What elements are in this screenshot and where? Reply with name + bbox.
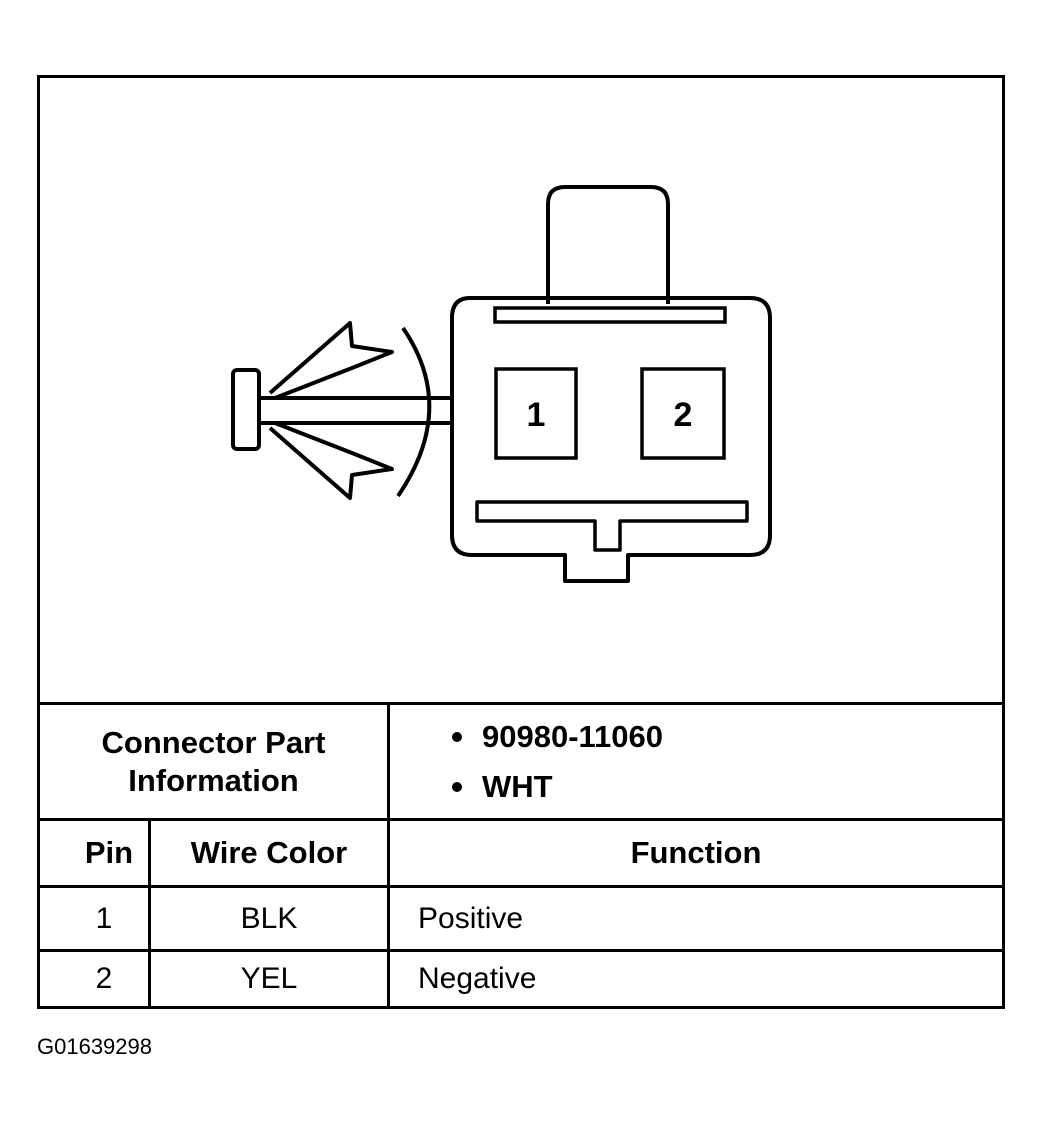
cavity-1-box: [494, 367, 578, 460]
connector-latch-tab: [546, 185, 670, 304]
part-info-label-cell: Connector Part Information: [40, 705, 387, 818]
part-number-item: 90980-11060: [452, 712, 663, 762]
bullet-icon: [452, 731, 462, 742]
view-direction-arrow-icon: [231, 321, 452, 500]
header-wire-color: Wire Color: [190, 835, 348, 870]
connector-bottom-key-slot: [475, 500, 749, 552]
row1-function: Positive: [418, 901, 524, 935]
table-divider-header: [40, 818, 1002, 821]
connector-body-outline: [450, 296, 772, 583]
connector-color-item: WHT: [452, 762, 663, 812]
part-info-values-cell: 90980-11060 WHT: [390, 705, 1002, 818]
part-info-values-list: 90980-11060 WHT: [452, 712, 663, 812]
row2-wire-color: YEL: [240, 962, 298, 995]
bullet-icon: [452, 781, 462, 792]
table-top-border: [40, 702, 1002, 705]
row1-pin: 1: [95, 901, 113, 935]
cavity-1-label: 1: [527, 396, 546, 434]
row1-wire-color: BLK: [240, 901, 298, 935]
figure-id: G01639298: [37, 1034, 152, 1059]
connector-figure-frame: 1 2: [37, 75, 1005, 1009]
header-pin: Pin: [84, 835, 134, 870]
connector-info-table: Connector Part Information 90980-11060 W…: [40, 702, 1002, 1006]
header-function: Function: [630, 835, 762, 870]
cavity-2-label: 2: [674, 396, 693, 434]
connector-top-slot: [493, 306, 727, 324]
part-info-label: Connector Part Information: [101, 724, 326, 798]
table-col-divider-pin: [148, 818, 151, 1006]
cavity-2-box: [640, 367, 726, 460]
row2-function: Negative: [418, 962, 537, 995]
view-arrow-arc: [396, 326, 432, 498]
connector-diagram: 1 2: [40, 78, 1002, 702]
view-arrow-end-cap: [231, 368, 261, 451]
connector-housing: [450, 185, 772, 583]
row2-pin: 2: [95, 962, 113, 995]
table-divider-row1: [40, 885, 1002, 888]
connector-face-drawing: 1 2: [231, 185, 772, 583]
table-col-divider-main: [387, 702, 390, 1006]
table-divider-row2: [40, 949, 1002, 952]
